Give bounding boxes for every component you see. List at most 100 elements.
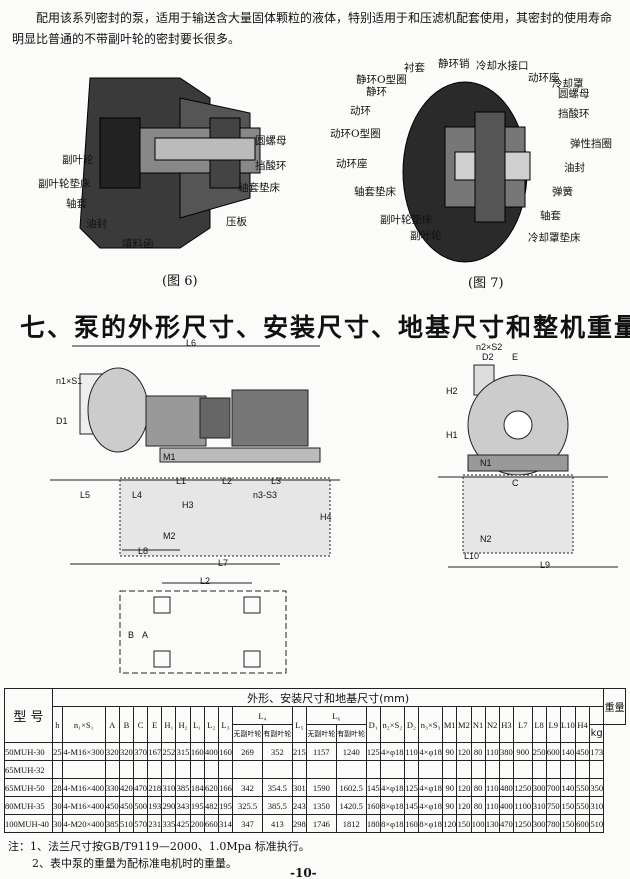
table-cell: [531, 760, 547, 779]
table-cell: 1250: [512, 778, 533, 797]
table-cell: 120: [456, 796, 472, 815]
table-cell: 320: [104, 742, 120, 761]
table-cell: 28: [52, 778, 63, 797]
col-header: H3: [498, 706, 514, 743]
table-cell: 352: [261, 742, 293, 761]
table-cell: 160: [217, 742, 234, 761]
col-header: n₁×S₁: [61, 706, 106, 743]
table-cell: 195: [189, 796, 205, 815]
table-cell: 4×φ18: [379, 778, 405, 797]
table-cell: [305, 760, 337, 779]
col-header: M2: [456, 706, 472, 743]
col-header: L₆: [305, 706, 367, 725]
table-cell: 320: [118, 742, 134, 761]
table-cell: 1420.5: [335, 796, 367, 815]
end-dim-label: H1: [446, 430, 458, 440]
table-cell: 510: [589, 814, 605, 833]
table-cell: 1250: [512, 814, 533, 833]
model-cell: 65MUH-32: [4, 760, 53, 779]
table-cell: [379, 760, 405, 779]
plan-dim-label: L2: [200, 576, 211, 586]
end-dim-label: C: [512, 478, 519, 488]
end-dim-label: N1: [480, 458, 492, 468]
end-dim-label: E: [512, 352, 519, 362]
table-cell: 1812: [335, 814, 367, 833]
page-number: -10-: [290, 866, 317, 879]
table-cell: 700: [545, 778, 561, 797]
table-cell: 250: [531, 742, 547, 761]
table-cell: 30: [52, 814, 63, 833]
table-cell: 1350: [305, 796, 337, 815]
end-dim-label: D2: [482, 352, 494, 362]
table-cell: 160: [403, 814, 420, 833]
table-cell: 385.5: [261, 796, 293, 815]
col-header: n₃×S₃: [418, 706, 444, 743]
table-cell: [418, 760, 444, 779]
group-header: 外形、安装尺寸和地基尺寸(mm): [51, 688, 605, 707]
note-line: 2、表中泵的重量为配标准电机时的重量。: [32, 857, 237, 870]
table-cell: 125: [365, 742, 381, 761]
fig6-label: 圆螺母: [255, 135, 287, 147]
fig7-label: 油封: [564, 162, 585, 174]
col-header: D₁: [365, 706, 381, 743]
table-cell: 243: [291, 796, 307, 815]
table-cell: [118, 760, 134, 779]
table-cell: 100: [470, 814, 486, 833]
table-cell: 8×φ18: [379, 814, 405, 833]
table-cell: 480: [498, 778, 514, 797]
side-dim-label: L3: [271, 476, 282, 486]
table-cell: 380: [498, 742, 514, 761]
table-cell: 4-M20×400: [61, 814, 106, 833]
fig6-label: 轴套垫床: [238, 182, 280, 194]
table-cell: 314: [217, 814, 234, 833]
fig7-label: 冷却罩垫床: [528, 232, 581, 244]
table-cell: 120: [456, 778, 472, 797]
end-dim-label: H2: [446, 386, 458, 396]
fig7-label: 轴套垫床: [354, 186, 396, 198]
side-dim-label: L7: [218, 558, 229, 568]
table-cell: 325.5: [232, 796, 263, 815]
col-header: H₁: [161, 706, 177, 743]
table-cell: 300: [531, 814, 547, 833]
table-cell: 343: [175, 796, 191, 815]
sub-col-header: 有副叶轮: [335, 724, 367, 743]
table-cell: [261, 760, 293, 779]
plan-dim-label: B: [128, 630, 135, 640]
table-cell: 4×φ18: [418, 742, 444, 761]
table-cell: 600: [545, 742, 561, 761]
table-cell: [104, 760, 120, 779]
model-cell: 50MUH-30: [4, 742, 53, 761]
table-cell: [161, 760, 177, 779]
table-cell: [559, 760, 576, 779]
table-cell: 90: [442, 778, 458, 797]
table-cell: 173: [589, 742, 605, 761]
note-line: 注：1、法兰尺寸按GB/T9119—2000、1.0Mpa 标准执行。: [8, 840, 310, 853]
table-cell: 450: [118, 796, 134, 815]
fig7-label: 冷却水接口: [476, 60, 529, 72]
table-cell: 8×φ18: [418, 814, 444, 833]
table-cell: [335, 760, 367, 779]
col-header: L10: [559, 706, 576, 743]
sub-col-header: 无副叶轮: [305, 724, 337, 743]
table-cell: 80: [470, 778, 486, 797]
table-cell: 160: [189, 742, 205, 761]
table-cell: [498, 760, 514, 779]
table-cell: [61, 760, 106, 779]
fig7-label: 衬套: [404, 62, 425, 74]
col-header: L₁: [189, 706, 205, 743]
table-cell: [484, 760, 500, 779]
table-cell: 310: [531, 796, 547, 815]
table-cell: [291, 760, 307, 779]
intro-paragraph: 配用该系列密封的泵，适用于输送含大量固体颗粒的液体，特别适用于和压滤机配套使用，…: [12, 11, 613, 46]
table-cell: 215: [291, 742, 307, 761]
col-header: A: [104, 706, 120, 743]
fig6-label: 挡酸环: [255, 160, 287, 172]
col-header: H4: [574, 706, 591, 743]
table-cell: 145: [365, 778, 381, 797]
table-cell: 180: [365, 814, 381, 833]
side-dim-label: L4: [132, 490, 143, 500]
fig7-label: 副叶轮垫床: [380, 214, 433, 226]
table-cell: 310: [589, 796, 605, 815]
model-cell: 100MUH-40: [4, 814, 53, 833]
